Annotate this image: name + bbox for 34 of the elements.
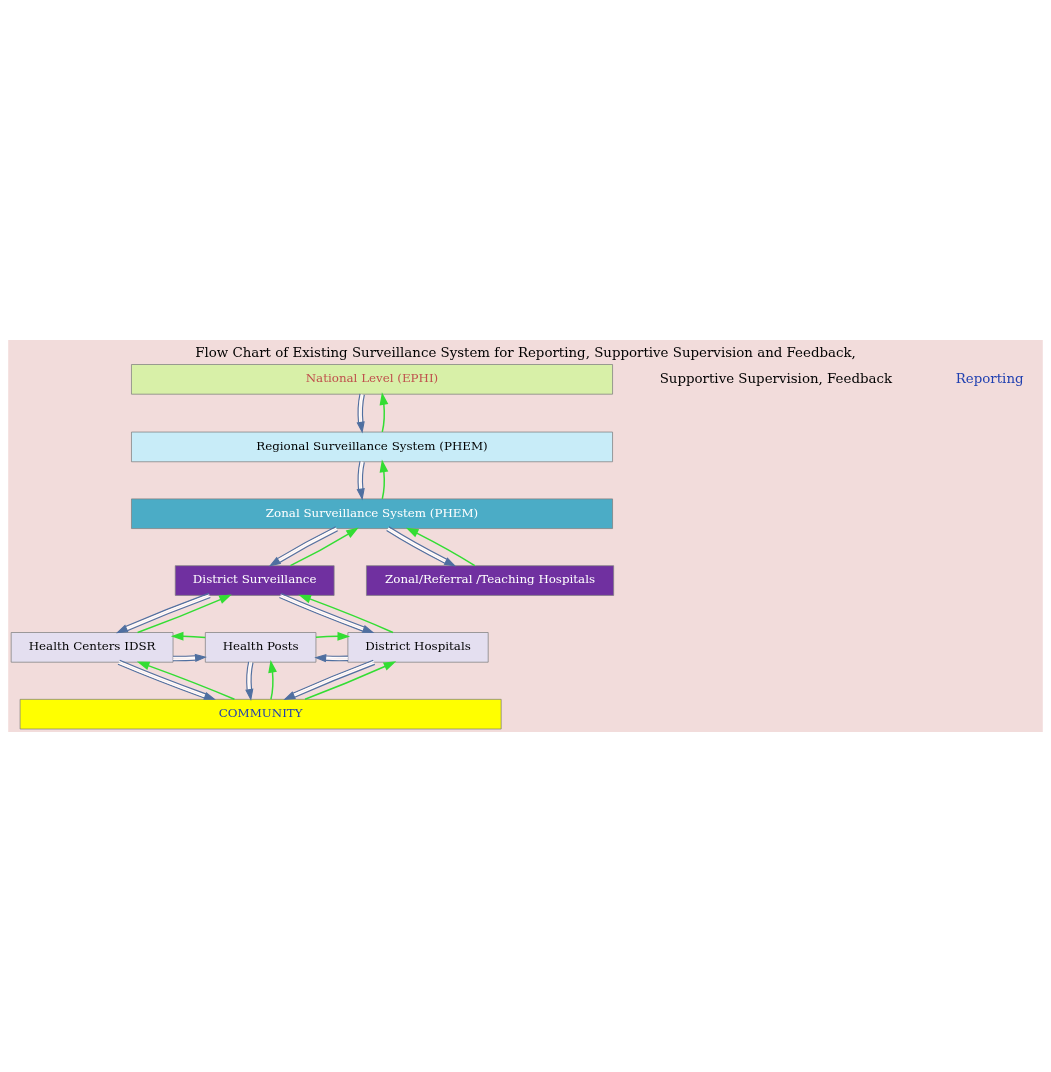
arrow [356,460,365,501]
arrow [268,660,277,701]
node-box: District Hospitals [347,632,489,663]
arrow [172,653,207,663]
label: Reporting [955,370,1024,386]
arrow [115,592,211,634]
arrow [170,631,206,641]
node-box: Health Centers IDSR [10,632,174,663]
arrow [117,659,216,700]
node-box: District Surveillance [174,565,335,596]
arrow [315,631,351,641]
node-box: Zonal/Referral /Teaching Hospitals [366,565,615,596]
node-box: Zonal Surveillance System (PHEM) [131,498,613,529]
node-box: Regional Surveillance System (PHEM) [131,431,613,463]
arrow [245,661,254,701]
arrow [356,393,365,434]
arrow [304,661,397,701]
arrow [136,594,232,634]
arrow [278,592,375,634]
arrow [314,654,349,663]
diagram-title: Flow Chart of Existing Surveillance System for Reporting, Supportive Supervision and Feedback, [195,344,856,360]
node-box: National Level (EPHI) [131,364,613,395]
node-box: Health Posts [204,632,317,663]
arrow [379,459,389,500]
arrow [405,527,476,567]
arrow [379,392,389,433]
arrow [386,526,457,567]
arrow [283,659,376,700]
arrow [289,527,359,567]
label: Supportive Supervision, Feedback [659,370,893,386]
arrow [298,594,394,634]
node-box: COMMUNITY [19,698,502,730]
arrow [136,661,236,701]
arrow [268,526,339,567]
